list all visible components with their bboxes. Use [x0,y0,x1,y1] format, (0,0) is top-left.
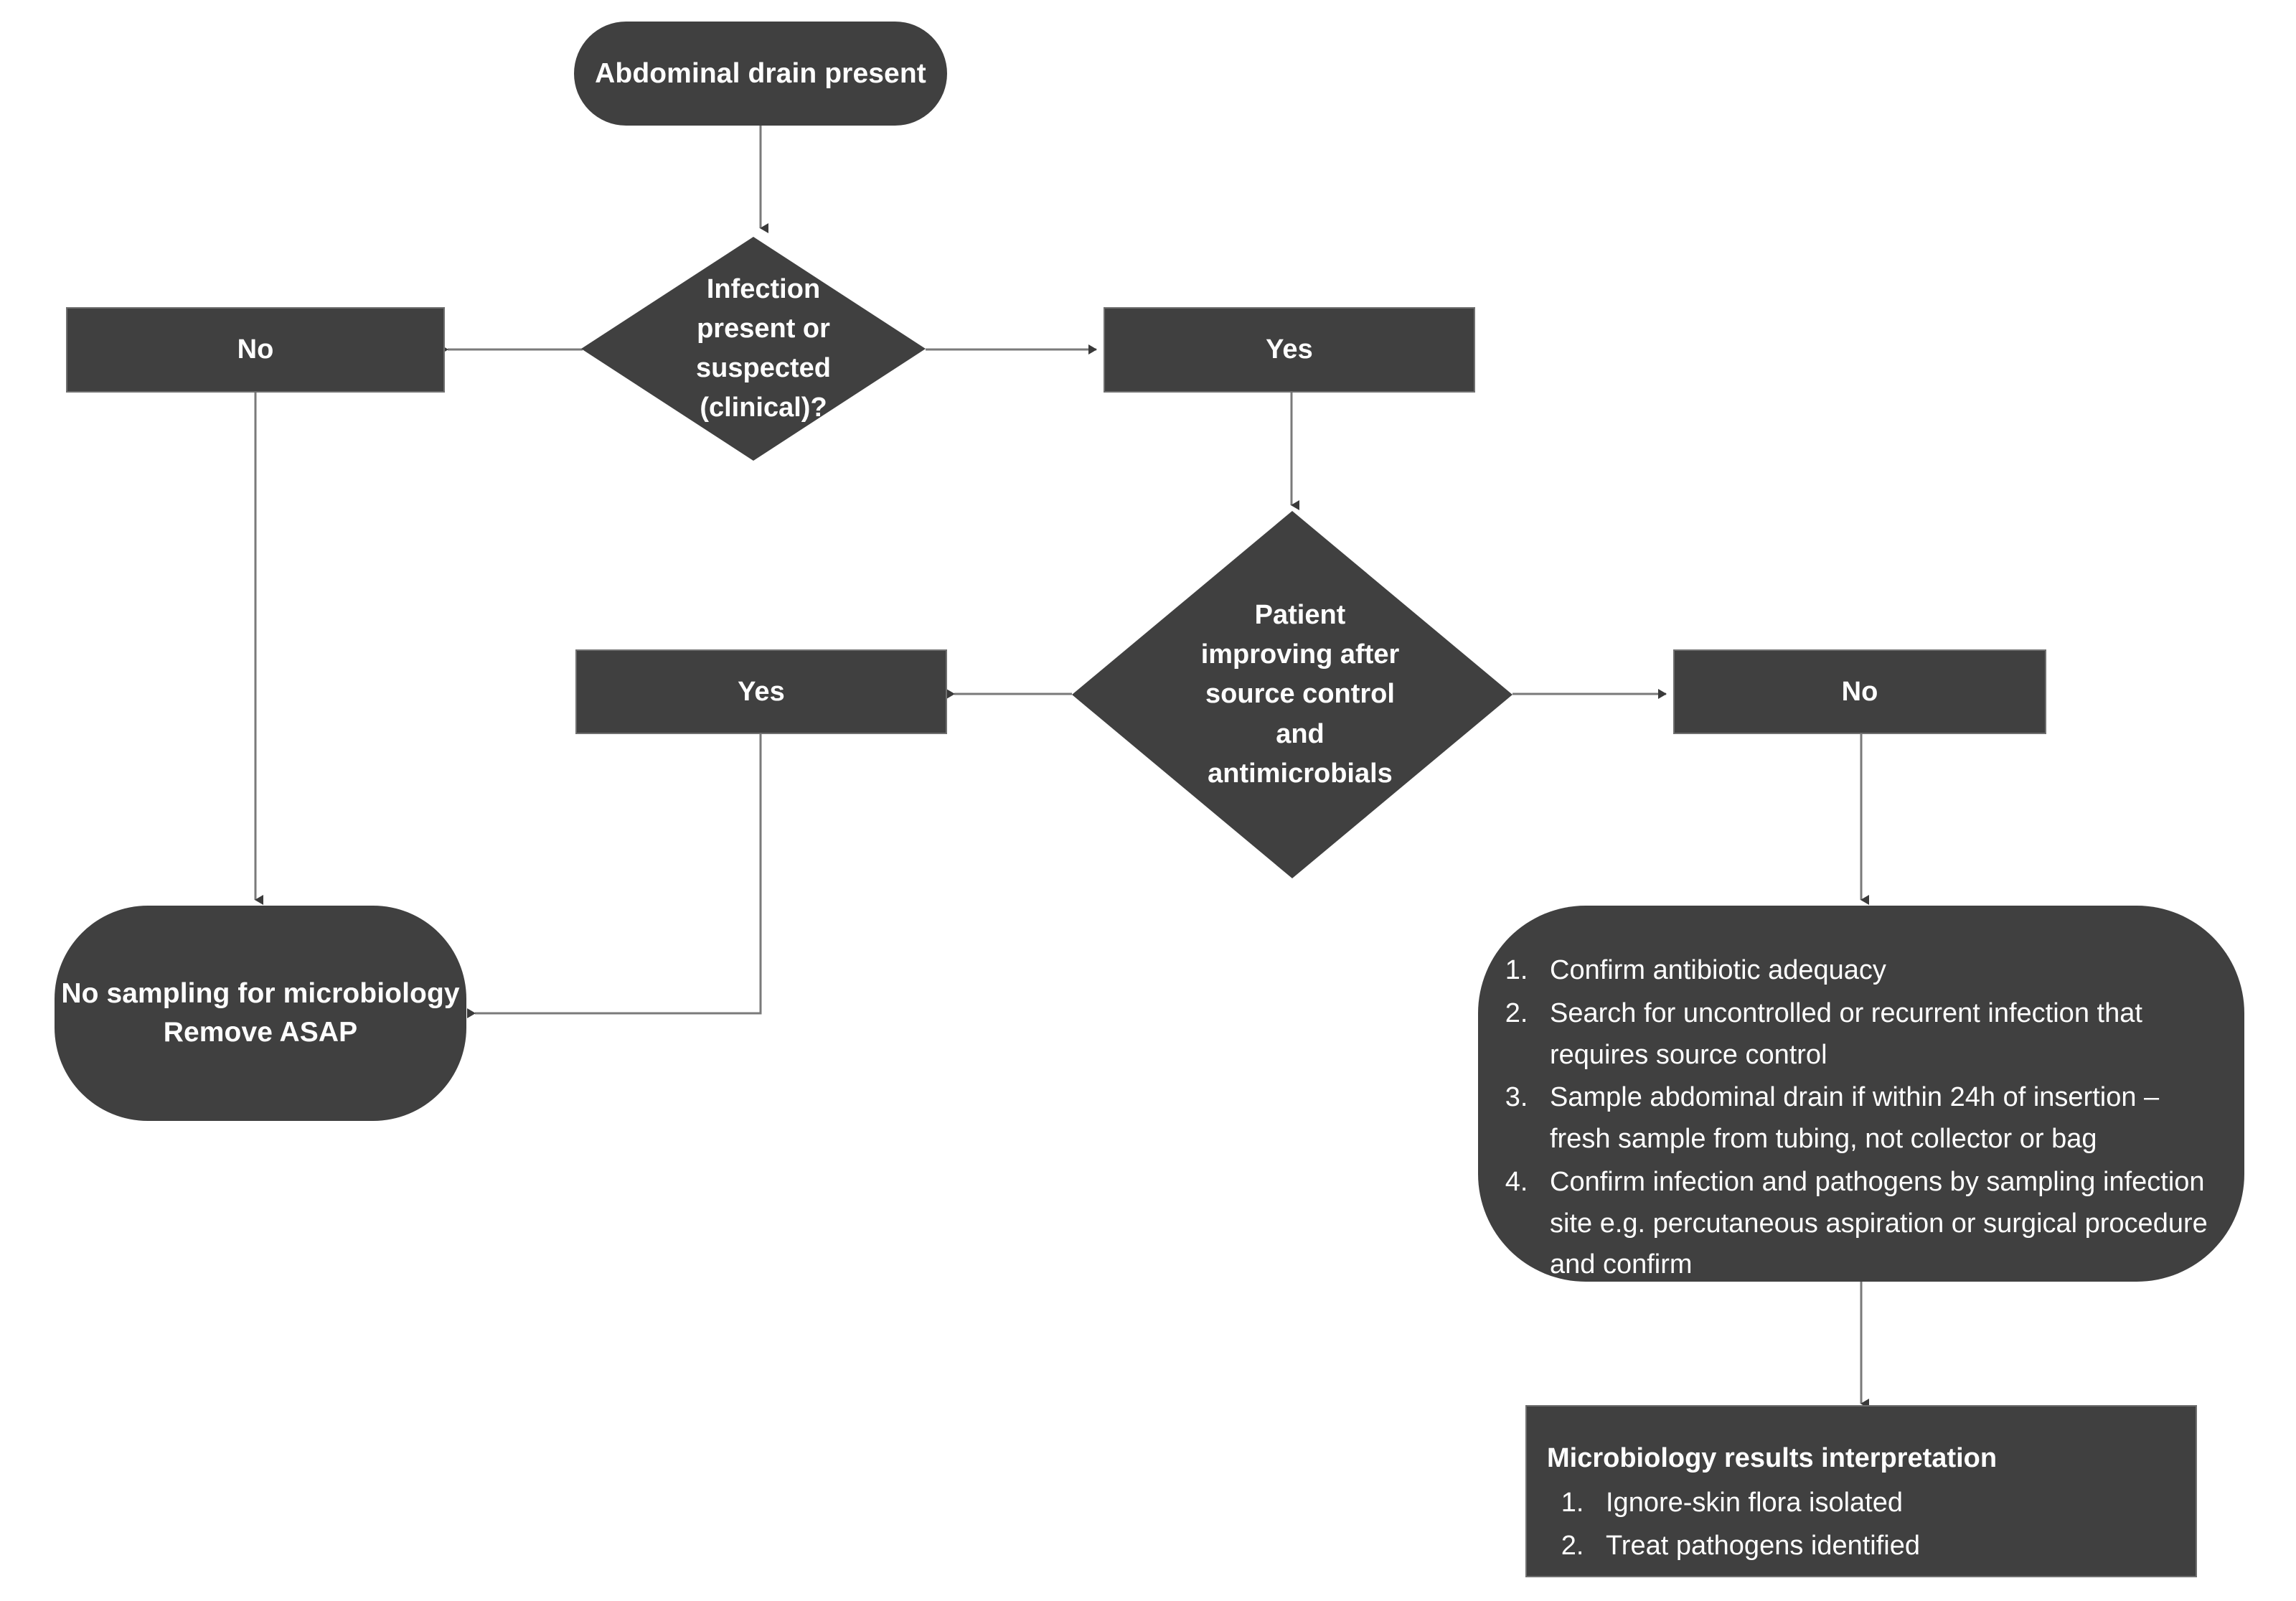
branch-yes-infection-label: Yes [1266,334,1313,365]
decision-infection-line-3: suspected [696,353,831,383]
node-decision-infection-present[interactable]: Infection present or suspected (clinical… [581,237,926,461]
actions-ordered-list: Confirm antibiotic adequacy Search for u… [1488,950,2216,1286]
branch-no-infection-label: No [237,334,274,365]
outcome-no-sampling-line-1: No sampling for microbiology [61,978,460,1010]
node-results-interpretation[interactable]: Microbiology results interpretation Igno… [1525,1405,2197,1577]
node-branch-yes-infection[interactable]: Yes [1104,307,1475,393]
decision-improving-line-3: source control [1205,679,1395,710]
node-start-label: Abdominal drain present [595,57,926,89]
results-heading: Microbiology results interpretation [1547,1443,1998,1473]
decision-improving-line-2: improving after [1200,639,1400,670]
edge-yes-improving-to-no-sampling [467,733,762,1018]
outcome-no-sampling-line-2: Remove ASAP [163,1017,358,1048]
node-decision-patient-improving[interactable]: Patient improving after source control a… [1072,511,1512,878]
node-start-abdominal-drain-present[interactable]: Abdominal drain present [574,22,947,126]
actions-item-1: Confirm antibiotic adequacy [1535,950,2216,992]
node-decision-infection-label: Infection present or suspected (clinical… [696,270,831,428]
node-decision-improving-label: Patient improving after source control a… [1201,596,1400,793]
decision-improving-line-5: antimicrobials [1208,758,1393,789]
node-outcome-no-sampling[interactable]: No sampling for microbiology Remove ASAP [55,906,466,1121]
actions-item-2: Search for uncontrolled or recurrent inf… [1535,993,2216,1076]
diamond-shape-infection [581,237,926,461]
actions-item-4: Confirm infection and pathogens by sampl… [1535,1162,2216,1286]
results-ordered-list: Ignore-skin flora isolated Treat pathoge… [1547,1483,2175,1567]
results-item-2: Treat pathogens identified [1591,1526,2175,1567]
node-actions-list[interactable]: Confirm antibiotic adequacy Search for u… [1478,906,2244,1282]
node-branch-no-infection[interactable]: No [66,307,445,393]
decision-infection-line-1: Infection [706,273,821,304]
branch-yes-improving-label: Yes [738,676,785,707]
decision-infection-line-2: present or [697,313,830,344]
decision-improving-line-4: and [1276,718,1325,749]
decision-infection-line-4: (clinical)? [700,393,827,423]
results-item-1: Ignore-skin flora isolated [1591,1483,2175,1524]
node-branch-yes-improving[interactable]: Yes [575,649,947,734]
decision-improving-line-1: Patient [1254,600,1346,631]
actions-item-3: Sample abdominal drain if within 24h of … [1535,1077,2216,1160]
branch-no-improving-label: No [1841,676,1878,707]
diamond-shape-improving [1072,511,1512,878]
node-branch-no-improving[interactable]: No [1673,649,2046,734]
